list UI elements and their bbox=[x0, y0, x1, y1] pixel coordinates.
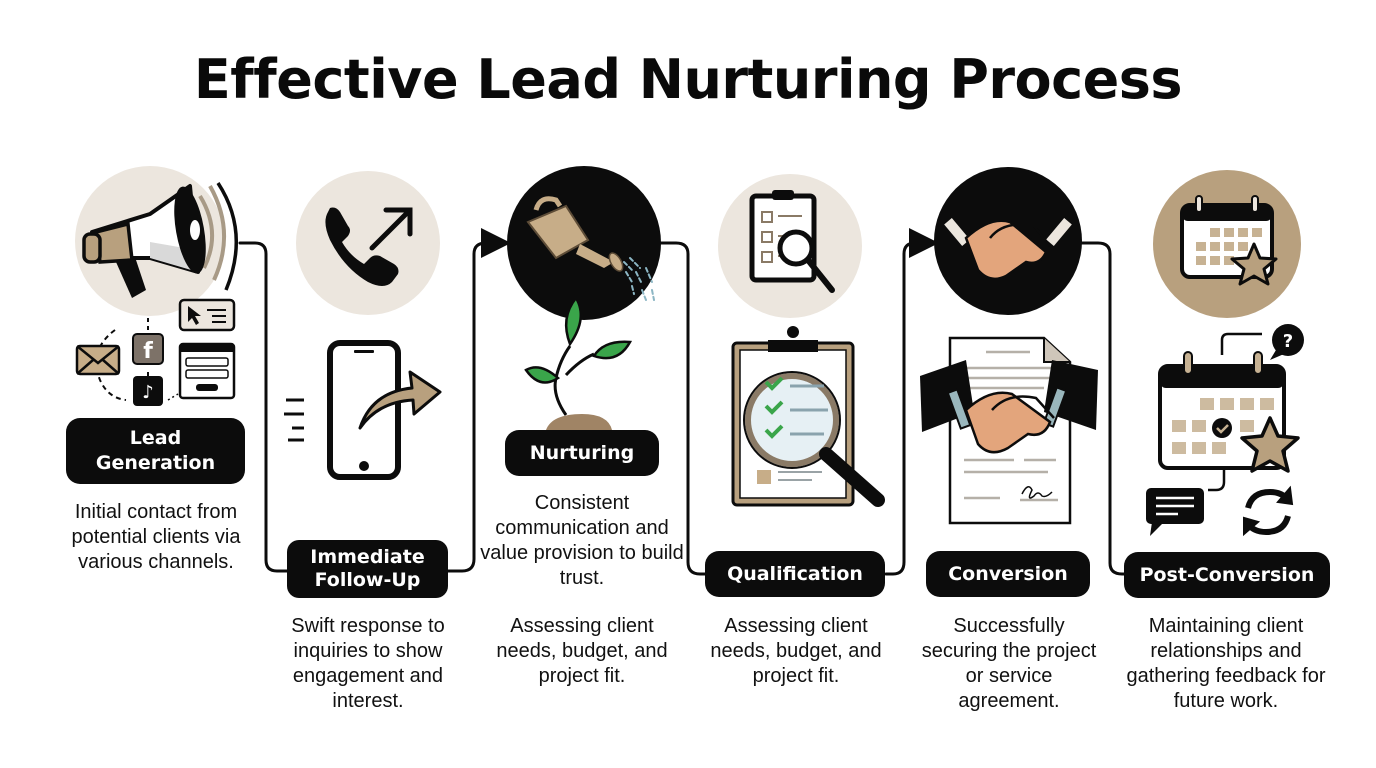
connector-5-6 bbox=[1080, 241, 1130, 576]
step-post-conversion-icons: ? bbox=[1146, 170, 1304, 537]
calendar-check-star-icon bbox=[1158, 332, 1300, 492]
page-title: Effective Lead Nurturing Process bbox=[193, 48, 1183, 111]
clipboard-magnifier-icon bbox=[731, 326, 885, 507]
facebook-icon: f bbox=[132, 333, 164, 365]
step-label-nurturing: Nurturing bbox=[505, 430, 659, 476]
connector-2-3 bbox=[444, 228, 511, 573]
step-lead-generation-icons: f ♪ bbox=[75, 166, 238, 406]
watering-can-icon bbox=[526, 196, 655, 301]
step-label-qualification: Qualification bbox=[705, 551, 885, 597]
step-nurturing-icons bbox=[507, 166, 661, 430]
cursor-click-icon bbox=[178, 298, 236, 332]
phone-outgoing-icon bbox=[325, 207, 413, 286]
step-label-immediate-follow-up: Immediate Follow-Up bbox=[287, 540, 448, 598]
sprout-icon bbox=[524, 295, 633, 430]
connector-4-5 bbox=[884, 228, 939, 576]
connector-3-4 bbox=[658, 241, 710, 576]
smartphone-forward-icon bbox=[284, 340, 442, 480]
megaphone-icon bbox=[82, 182, 238, 298]
step-description-nurturing: Consistent communication and value provi… bbox=[480, 492, 684, 589]
email-icon bbox=[75, 344, 121, 376]
handshake-icon bbox=[944, 218, 1072, 281]
refresh-icon bbox=[1243, 485, 1294, 537]
chat-bubble-icon bbox=[1146, 488, 1204, 536]
web-form-icon bbox=[178, 342, 236, 400]
svg-text:f: f bbox=[143, 339, 153, 364]
clipboard-search-icon bbox=[749, 190, 835, 293]
phone-badge bbox=[296, 171, 440, 315]
tiktok-icon: ♪ bbox=[133, 376, 163, 406]
step-description-conversion: Successfully securing the project or ser… bbox=[921, 615, 1097, 712]
step-description-post-conversion: Maintaining client relationships and gat… bbox=[1126, 615, 1326, 712]
contract-handshake-icon bbox=[920, 336, 1098, 525]
step-description-qualification: Assessing client needs, budget, and proj… bbox=[710, 615, 882, 687]
calendar-star-icon bbox=[1180, 195, 1278, 286]
connector-1-2 bbox=[238, 241, 292, 573]
svg-text:♪: ♪ bbox=[142, 382, 154, 403]
step-label-conversion: Conversion bbox=[926, 551, 1090, 597]
step-follow-up-icons bbox=[284, 171, 442, 480]
step-qualification-icons bbox=[718, 174, 885, 507]
step-description-lead-generation: Initial contact from potential clients v… bbox=[71, 501, 241, 573]
question-bubble-icon: ? bbox=[1270, 324, 1304, 360]
step-label-lead-generation: Lead Generation bbox=[66, 418, 245, 484]
flow-connectors bbox=[238, 228, 1130, 576]
step-description-nurturing-extra: Assessing client needs, budget, and proj… bbox=[496, 615, 668, 687]
step-description-immediate-follow-up: Swift response to inquiries to show enga… bbox=[291, 615, 445, 712]
step-label-post-conversion: Post-Conversion bbox=[1124, 552, 1330, 598]
svg-text:?: ? bbox=[1283, 331, 1293, 352]
step-conversion-icons bbox=[920, 167, 1098, 525]
